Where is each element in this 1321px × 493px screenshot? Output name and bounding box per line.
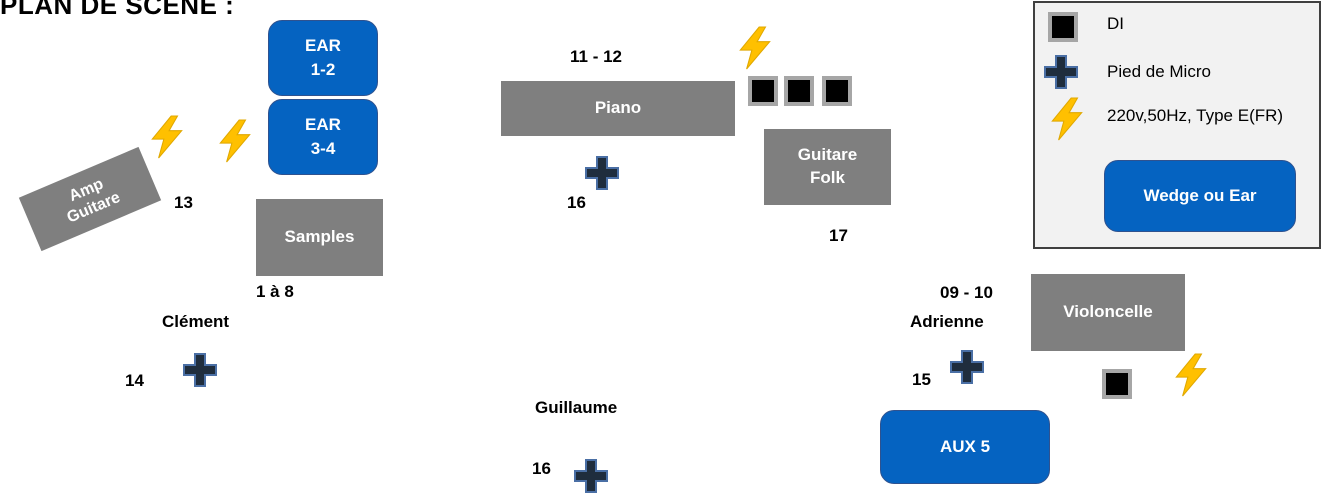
samples-box: Samples xyxy=(256,199,383,276)
ear-1-2-label-2: 1-2 xyxy=(310,60,336,79)
channel-samples-label: 1 à 8 xyxy=(256,282,294,301)
violoncelle-label: Violoncelle xyxy=(1063,302,1153,322)
power-icon xyxy=(739,26,771,70)
power-icon xyxy=(151,115,183,159)
mic-stand-icon xyxy=(183,353,217,387)
ear-1-2-monitor: EAR 1-2 xyxy=(268,20,378,96)
legend-monitor-label: Wedge ou Ear xyxy=(1143,186,1257,206)
channel-clement-mic-label: 14 xyxy=(125,371,144,390)
channel-amp-label: 13 xyxy=(174,193,193,212)
amp-guitare-box: Amp Guitare xyxy=(18,146,162,252)
ear-3-4-monitor: EAR 3-4 xyxy=(268,99,378,175)
ear-3-4-label-1: EAR xyxy=(305,115,341,135)
guitare-folk-box: Guitare Folk xyxy=(764,129,891,205)
violoncelle-box: Violoncelle xyxy=(1031,274,1185,351)
channel-folk-label: 17 xyxy=(829,226,848,245)
legend-stand-label: Pied de Micro xyxy=(1107,62,1211,81)
musician-adrienne-label: Adrienne xyxy=(910,312,984,331)
aux-5-label: AUX 5 xyxy=(939,437,991,457)
di-box-1 xyxy=(748,76,778,106)
aux-5-monitor: AUX 5 xyxy=(880,410,1050,484)
ear-3-4-label-2: 3-4 xyxy=(310,139,336,158)
legend-di-label: DI xyxy=(1107,14,1124,33)
guitare-folk-label-1: Guitare xyxy=(797,145,858,165)
legend-mic-stand-icon xyxy=(1044,55,1078,89)
guitare-folk-label-2: Folk xyxy=(810,168,845,187)
piano-box: Piano xyxy=(501,81,735,136)
mic-stand-icon xyxy=(950,350,984,384)
piano-label: Piano xyxy=(594,98,642,118)
channel-adrienne-mic-label: 15 xyxy=(912,370,931,389)
di-box-2 xyxy=(784,76,814,106)
musician-guillaume-label: Guillaume xyxy=(535,398,618,417)
channel-guillaume-mic-label: 16 xyxy=(532,459,551,478)
channel-violoncelle-label: 09 - 10 xyxy=(940,283,993,302)
samples-label: Samples xyxy=(284,227,355,247)
legend-di-icon xyxy=(1048,12,1078,42)
di-box-3 xyxy=(822,76,852,106)
channel-piano-mic-label: 16 xyxy=(567,193,586,212)
mic-stand-icon xyxy=(574,459,608,493)
ear-1-2-label-1: EAR xyxy=(305,36,341,56)
power-icon xyxy=(1175,353,1207,397)
mic-stand-icon xyxy=(585,156,619,190)
channel-piano-label: 11 - 12 xyxy=(570,47,622,66)
legend-monitor-swatch: Wedge ou Ear xyxy=(1104,160,1296,232)
power-icon xyxy=(219,119,251,163)
legend-power-icon xyxy=(1051,97,1083,141)
di-box-4 xyxy=(1102,369,1132,399)
musician-clement-label: Clément xyxy=(162,312,230,331)
page-title: PLAN DE SCENE : xyxy=(0,0,235,20)
legend-power-label: 220v,50Hz, Type E(FR) xyxy=(1107,106,1284,125)
